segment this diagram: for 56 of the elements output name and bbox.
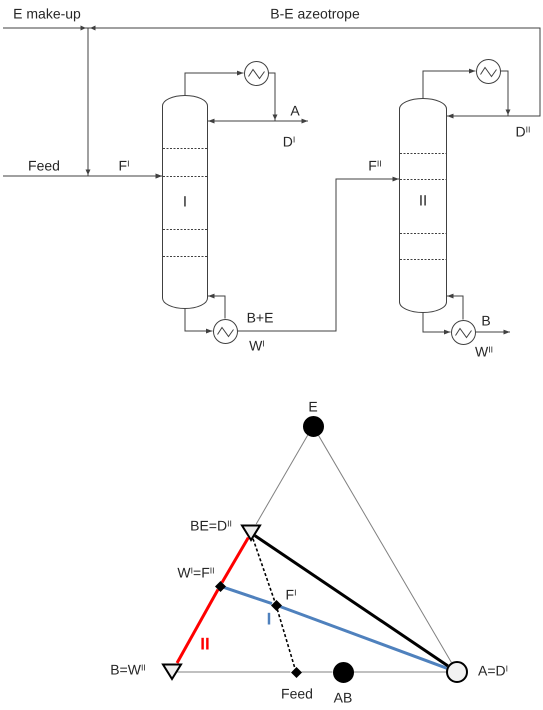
distillation-column	[399, 98, 447, 313]
line-label: I	[266, 608, 272, 630]
stream-arrow	[184, 308, 213, 334]
column-label: II	[418, 192, 428, 212]
stream-arrow	[208, 294, 226, 319]
balance-line	[176, 588, 220, 664]
point-label: Feed	[281, 685, 313, 703]
balance-line	[224, 586, 272, 606]
point-label: B=W$^{II}$	[110, 661, 146, 679]
triangle-side	[318, 434, 452, 663]
stream-label: B	[481, 312, 491, 330]
point-label: W$^{I}$=F$^{II}$	[177, 564, 215, 582]
stream-label: A	[290, 102, 300, 120]
heat-exchanger-icon	[244, 60, 268, 86]
mixing-line	[252, 538, 276, 602]
stream-arrow	[422, 68, 476, 98]
stream-label: W$^{I}$	[249, 337, 265, 355]
stream-label: Feed	[28, 157, 60, 175]
distillation-column	[162, 95, 208, 309]
dot-marker-icon	[302, 416, 324, 436]
stream-arrow	[422, 312, 451, 334]
triangle-marker-icon	[240, 524, 262, 542]
diamond-marker-icon	[270, 600, 282, 610]
heat-exchanger-icon	[450, 320, 476, 344]
diamond-marker-icon	[214, 580, 226, 592]
point-label: A=D$^{I}$	[478, 662, 508, 680]
balance-line	[280, 605, 448, 670]
point-label: F$^{I}$	[286, 586, 296, 604]
point-label: E	[308, 398, 318, 416]
stream-label: E make-up	[13, 5, 81, 23]
dot-marker-icon	[332, 662, 354, 682]
triangle-side	[256, 434, 308, 524]
stream-label: D$^{I}$	[282, 133, 296, 151]
mixing-line	[276, 609, 296, 668]
line-label: II	[200, 633, 210, 655]
stream-label: B-E azeotrope	[270, 5, 360, 23]
point-label: BE=D$^{II}$	[190, 517, 232, 535]
stream-label: B+E	[246, 309, 274, 327]
heat-exchanger-icon	[476, 58, 500, 84]
stream-label: F$^{II}$	[368, 157, 382, 175]
stream-arrow	[88, 28, 540, 178]
heat-exchanger-icon	[212, 318, 238, 344]
diamond-marker-icon	[290, 666, 302, 678]
point-label: AB	[334, 689, 352, 707]
stream-arrow	[475, 330, 510, 334]
balance-line	[254, 534, 449, 668]
circle-marker-icon	[446, 661, 468, 683]
triangle-marker-icon	[161, 663, 183, 681]
stream-arrow	[184, 70, 244, 96]
stream-label: W$^{II}$	[474, 343, 494, 361]
balance-line	[220, 536, 250, 584]
stream-label: F$^{I}$	[118, 157, 130, 175]
stream-arrow	[237, 176, 400, 332]
stream-arrow	[446, 294, 464, 320]
stream-label: D$^{II}$	[516, 123, 530, 141]
column-label: I	[182, 194, 188, 212]
